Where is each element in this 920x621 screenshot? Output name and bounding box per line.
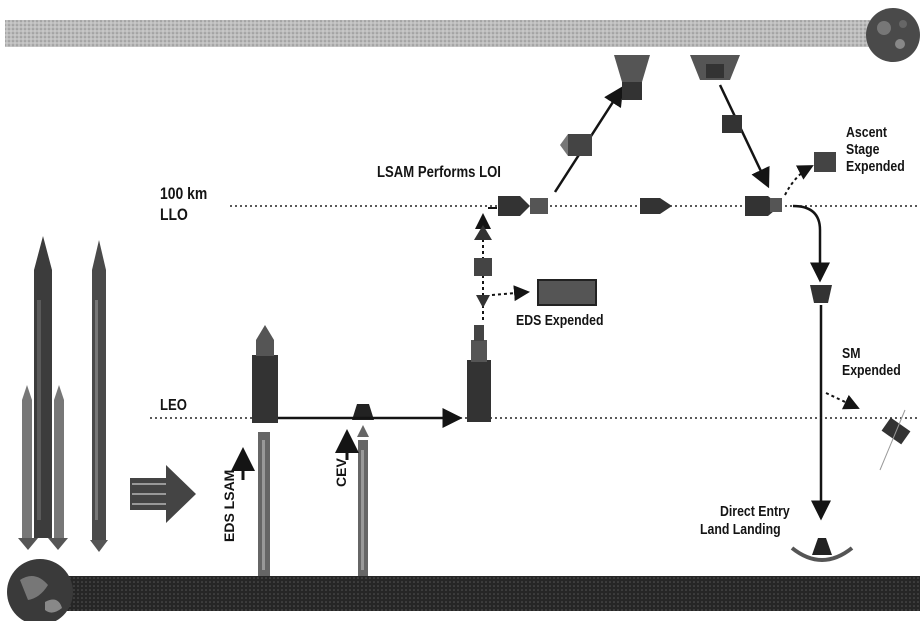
ascent-path [718, 84, 770, 189]
llo-label-line2: LLO [160, 205, 188, 224]
lunar-surface-band [5, 20, 870, 47]
sm-label-line1: SM [842, 345, 861, 362]
crew-launch-vehicle-icon [90, 240, 108, 552]
ascent-lander-icon [690, 55, 740, 80]
big-arrow-icon [130, 465, 196, 523]
eds-lsam-rocket-icon [252, 325, 278, 576]
eds-stage-icon [537, 279, 597, 306]
landing-capsule-icon [812, 538, 832, 555]
leo-label: LEO [160, 397, 187, 414]
cev-label: CEV [333, 458, 349, 487]
lander-surface-icon [614, 55, 650, 100]
cev-capsule-icon [352, 404, 374, 420]
llo-label-line1: 100 km [160, 184, 208, 203]
return-path [792, 204, 830, 283]
lsam-cev-transit-icon [474, 225, 492, 308]
landing-arc [790, 546, 854, 562]
heavy-launch-vehicle-icon [18, 236, 68, 550]
moon-icon [866, 8, 920, 62]
lsam-descent-icon [560, 134, 592, 156]
docked-stack-icon [467, 325, 491, 422]
entry-label-line1: Direct Entry [720, 503, 790, 520]
eds-lsam-label: EDS LSAM [221, 469, 237, 542]
sm-label-line2: Expended [842, 362, 901, 379]
ascent-label-line1: Ascent [846, 124, 888, 141]
ascent-stage-icon [722, 115, 742, 133]
cev-sm-return-icon [810, 285, 832, 303]
eds-expended-label: EDS Expended [516, 312, 604, 329]
cev-orbit-icon [640, 198, 672, 214]
ascent-stage-expended-icon [814, 152, 836, 172]
cev-rendezvous-icon [745, 196, 782, 216]
earth-surface-band [45, 576, 920, 611]
lsam-loi-icon [498, 196, 548, 216]
ascent-label-line3: Expended [846, 158, 905, 175]
lsam-loi-label: LSAM Performs LOI [377, 164, 501, 181]
entry-label-line2: Land Landing [700, 521, 781, 538]
cev-rocket-icon [357, 425, 369, 576]
ascent-label-line2: Stage [846, 141, 880, 158]
